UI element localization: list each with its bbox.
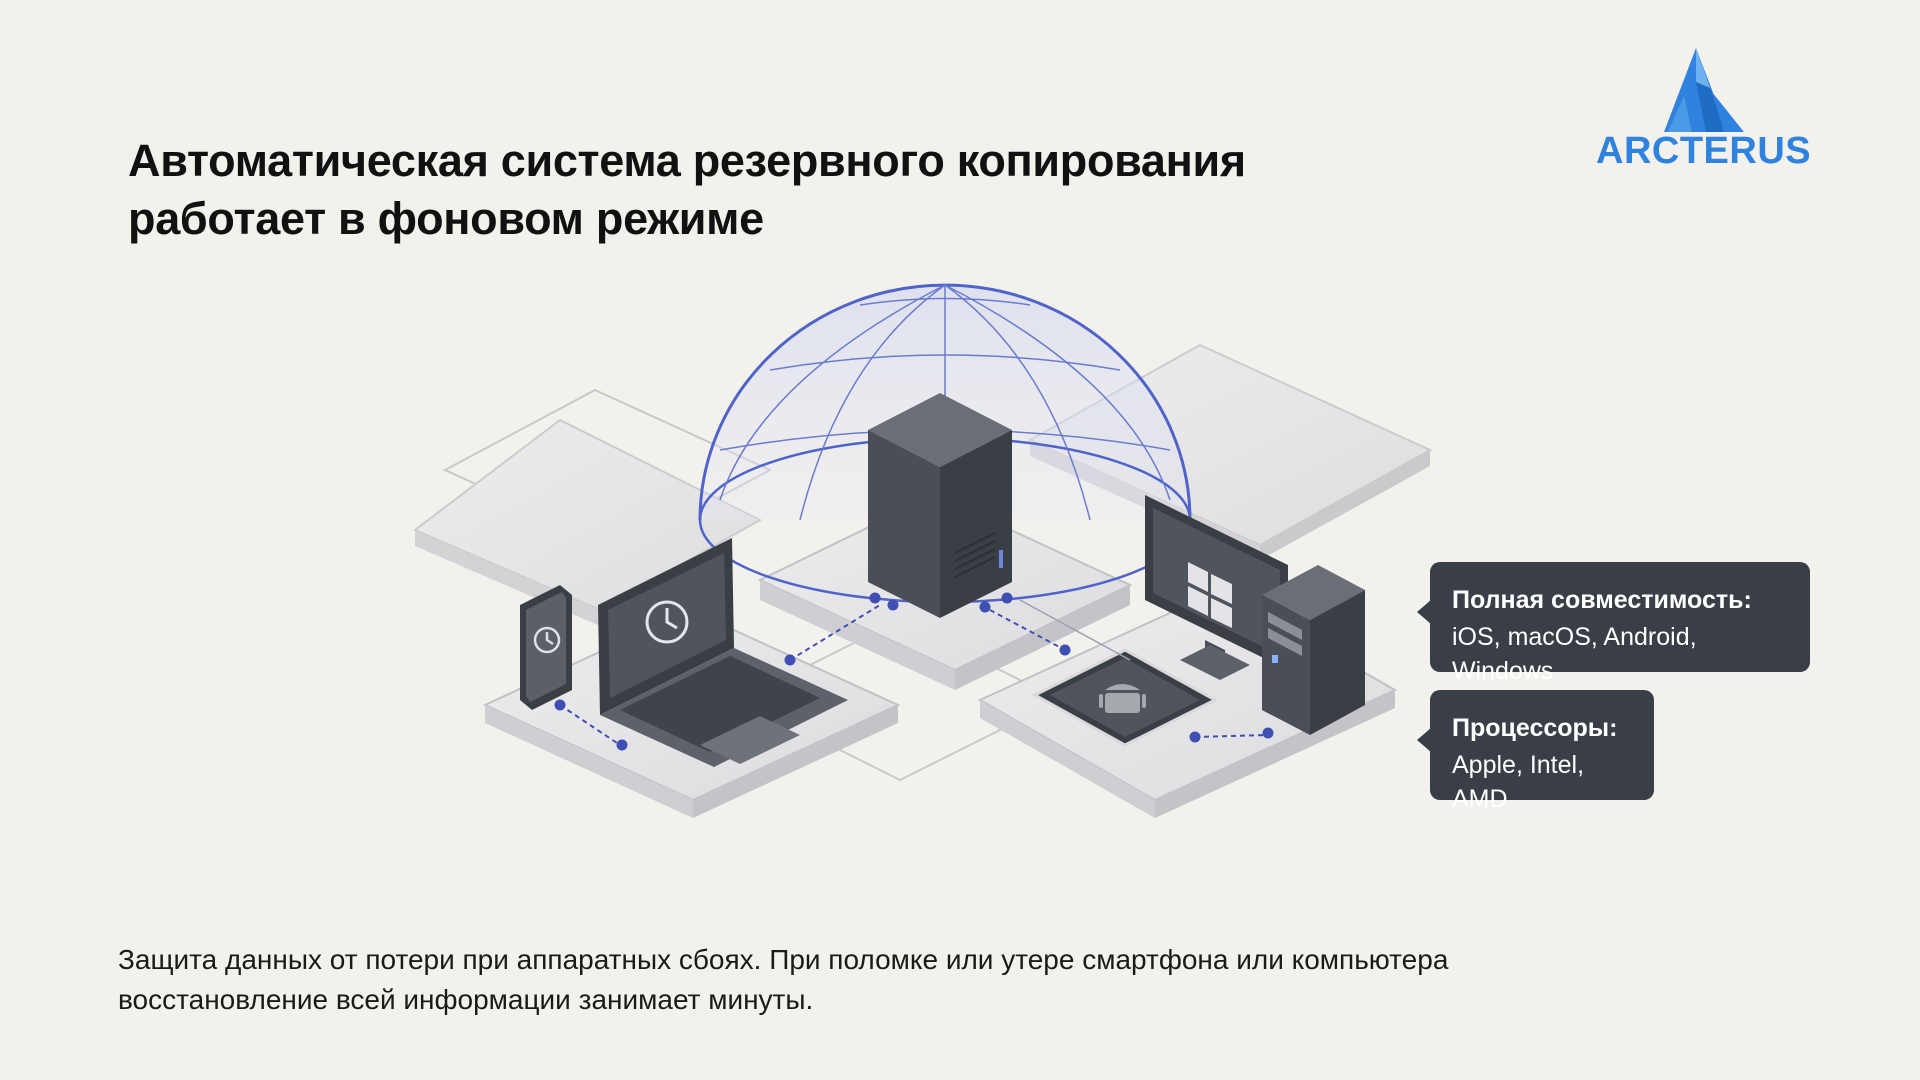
clock-restore-icon	[533, 626, 561, 654]
laptop-icon	[598, 538, 848, 767]
logo-text: ARCTERUS	[1596, 130, 1812, 172]
server-tower-icon	[868, 393, 1012, 618]
title-line-2: работает в фоновом режиме	[128, 193, 764, 244]
description-line-2: восстановление всей информации занимает …	[118, 984, 814, 1015]
android-icon	[1099, 684, 1146, 713]
connector-lines	[554, 592, 1274, 751]
processors-callout: Процессоры: Apple, Intel, AMD	[1417, 690, 1654, 813]
processors-text: Apple, Intel, AMD	[1452, 751, 1585, 813]
compatibility-callout: Полная совместимость: iOS, macOS, Androi…	[1417, 562, 1810, 685]
page-title: Автоматическая система резервного копиро…	[128, 132, 1428, 248]
clock-restore-icon	[645, 600, 689, 644]
description-text: Защита данных от потери при аппаратных с…	[118, 940, 1618, 1020]
processors-title: Процессоры:	[1452, 714, 1618, 742]
desktop-monitor-icon	[1145, 495, 1288, 680]
tablet-icon	[1031, 648, 1219, 747]
windows-icon	[1188, 562, 1232, 628]
smartphone-icon	[520, 585, 572, 710]
compatibility-title: Полная совместимость:	[1452, 586, 1752, 614]
arcterus-triangle-logo-icon	[1664, 48, 1744, 132]
compatibility-text: iOS, macOS, Android, Windows	[1452, 623, 1697, 685]
description-line-1: Защита данных от потери при аппаратных с…	[118, 944, 1449, 975]
pc-tower-icon	[1262, 565, 1365, 735]
title-line-1: Автоматическая система резервного копиро…	[128, 135, 1246, 186]
brand-logo: ARCTERUS	[1596, 48, 1812, 176]
